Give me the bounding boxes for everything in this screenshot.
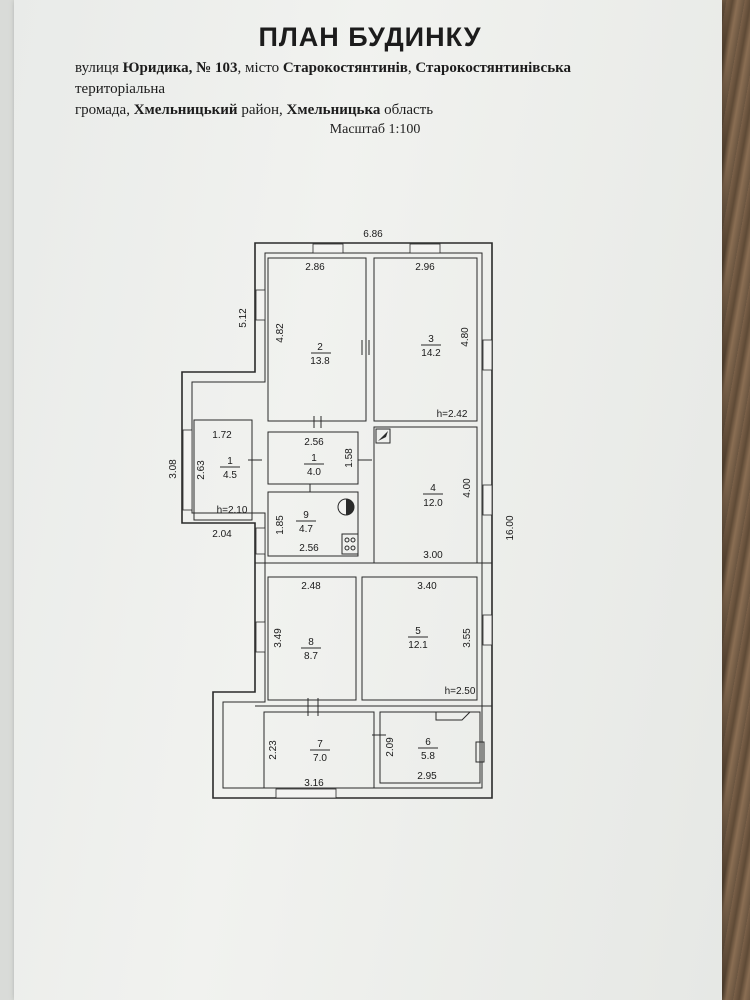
page-title: ПЛАН БУДИНКУ: [258, 22, 482, 52]
dim-label: 2.56: [299, 543, 319, 554]
radiator-fixture: [475, 741, 485, 763]
window: [275, 788, 337, 799]
room-area: 4.7: [299, 524, 313, 535]
address-district: Хмельницький: [133, 102, 238, 118]
room-2-outline: [267, 257, 367, 422]
dim-label: 3.40: [417, 581, 437, 592]
room-7-outline: [263, 711, 375, 789]
door: [307, 698, 319, 716]
room-5-outline: [361, 576, 478, 701]
overall-width-label: 6.86: [363, 229, 383, 240]
room-area: 4.0: [307, 467, 321, 478]
outer-wall: [181, 242, 493, 799]
dim-label: 2.63: [196, 460, 207, 480]
room-area: 12.1: [408, 640, 428, 651]
ceiling-height-label: h=2.10: [217, 505, 248, 516]
window: [255, 621, 266, 653]
address-text: громада,: [75, 102, 134, 118]
room-number: 1: [227, 456, 233, 467]
room-area: 12.0: [423, 498, 443, 509]
room-number: 8: [308, 637, 314, 648]
outer-wall-inner-line: [191, 252, 483, 789]
room-number: 6: [425, 737, 431, 748]
dim-label: 4.82: [275, 323, 286, 343]
room-9-outline: [267, 491, 359, 557]
ceiling-height-label: h=2.42: [437, 409, 468, 420]
room-3-outline: [373, 257, 478, 422]
room-number: 1: [311, 453, 317, 464]
overall-length-label: 16.00: [505, 515, 516, 540]
address-text: область: [380, 102, 434, 118]
window: [482, 339, 493, 371]
document-page: [14, 0, 722, 1000]
burner-mark: [350, 545, 356, 551]
dim-label: 3.55: [462, 628, 473, 648]
address-text: ,: [407, 60, 416, 76]
gas-stove-fixture: [341, 533, 359, 555]
address-text: вулиця: [75, 60, 123, 76]
address-text: , місто: [237, 60, 283, 76]
window: [482, 484, 493, 516]
dim-label: 1.85: [275, 515, 286, 535]
burner-mark: [344, 537, 350, 543]
burner-mark: [350, 537, 356, 543]
dim-label: 3.49: [273, 628, 284, 648]
stove-fixture: [375, 428, 391, 444]
dim-label: 4.80: [460, 327, 471, 347]
dim-label: 2.23: [268, 740, 279, 760]
burner-mark: [344, 545, 350, 551]
dim-label: 2.04: [212, 529, 232, 540]
room-number: 5: [415, 626, 421, 637]
room-area: 8.7: [304, 651, 318, 662]
ceiling-height-label: h=2.50: [445, 686, 476, 697]
boiler-mark: [346, 499, 354, 515]
room-1b-outline: [267, 431, 359, 485]
scale-label: Масштаб 1:100: [329, 122, 421, 137]
room-number: 7: [317, 739, 323, 750]
room-number: 4: [430, 483, 436, 494]
dim-label: 2.48: [301, 581, 321, 592]
dim-label: 3.08: [168, 459, 179, 479]
window: [255, 289, 266, 321]
window: [409, 243, 441, 254]
dim-label: 3.16: [304, 778, 324, 789]
room-area: 4.5: [223, 470, 237, 481]
address-text: територіальна: [75, 81, 166, 97]
room-8-outline: [267, 576, 357, 701]
door: [313, 416, 322, 428]
dim-label: 1.72: [212, 430, 232, 441]
dim-label: 3.00: [423, 550, 443, 561]
dim-label: 1.58: [344, 448, 355, 468]
window: [312, 243, 344, 254]
room-area: 13.8: [310, 356, 330, 367]
address-region: Хмельницька: [286, 102, 381, 118]
room-6-outline: [379, 711, 481, 784]
window: [482, 614, 493, 646]
dim-label: 2.86: [305, 262, 325, 273]
dim-label: 2.09: [385, 737, 396, 757]
address-block: вулиця Юридика, № 103, місто Старокостян…: [75, 58, 645, 121]
room-area: 14.2: [421, 348, 441, 359]
room-area: 7.0: [313, 753, 327, 764]
room-area: 5.8: [421, 751, 435, 762]
dim-label: 2.95: [417, 771, 437, 782]
address-community: Старокостянтинівська: [415, 60, 572, 76]
window: [255, 527, 266, 555]
stove-mark: [378, 431, 388, 441]
room-1a-outline: [193, 419, 253, 521]
top-block-height-label: 5.12: [238, 308, 249, 328]
dim-label: 4.00: [462, 478, 473, 498]
address-street: Юридика, № 103: [122, 60, 238, 76]
dim-label: 2.56: [304, 437, 324, 448]
address-text: район,: [237, 102, 287, 118]
window: [182, 429, 193, 511]
dim-label: 2.96: [415, 262, 435, 273]
room-number: 3: [428, 334, 434, 345]
room-number: 9: [303, 510, 309, 521]
stair-fixture: [435, 711, 472, 721]
door: [361, 340, 370, 355]
room-number: 2: [317, 342, 323, 353]
address-city: Старокостянтинів: [282, 60, 408, 76]
